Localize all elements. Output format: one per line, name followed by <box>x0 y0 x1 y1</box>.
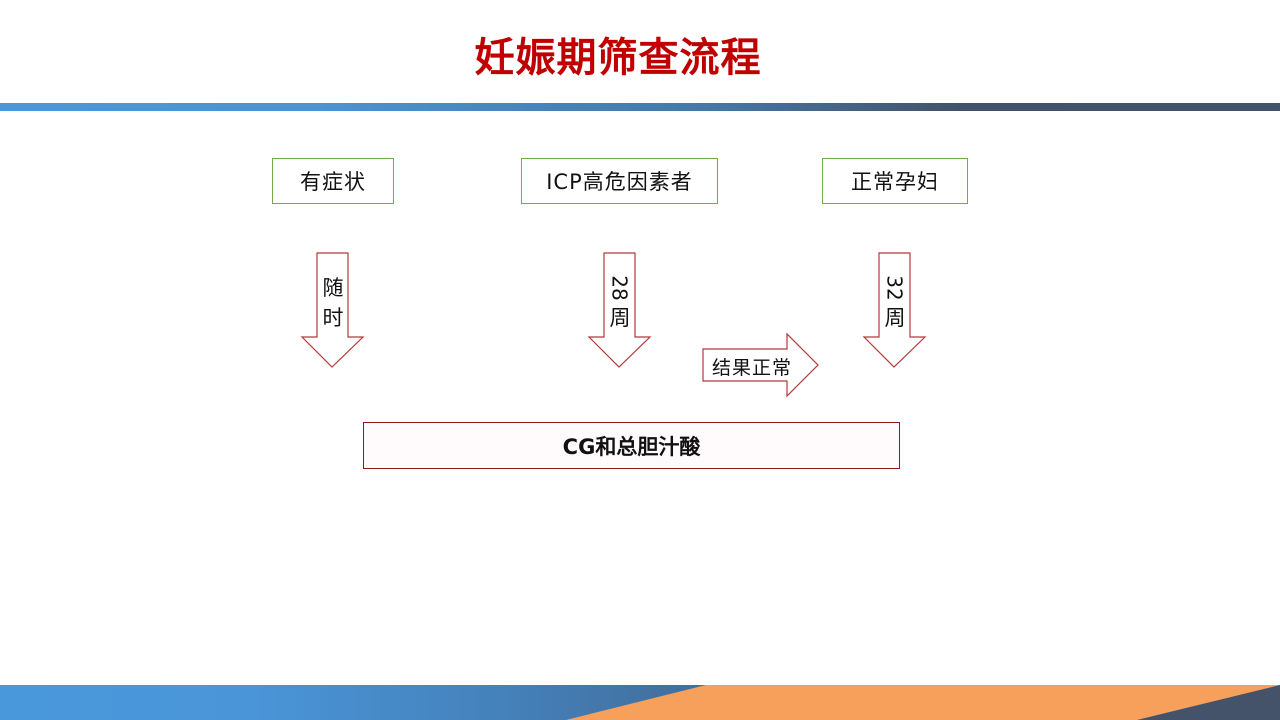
footer-navy-triangle <box>1137 685 1280 720</box>
arrow-label-number: 32 <box>882 275 907 301</box>
arrow-label-unit: 周 <box>884 306 906 330</box>
box-normal-pregnant: 正常孕妇 <box>822 158 968 204</box>
test-box-cg-bile-acid: CG和总胆汁酸 <box>363 422 900 469</box>
down-arrow-32-weeks-icon <box>862 252 927 368</box>
arrow-label-line1: 随 <box>322 276 344 300</box>
arrow-label-anytime: 随 时 <box>317 273 349 333</box>
arrow-label-32-weeks: 32 周 <box>879 273 911 333</box>
footer-decoration <box>0 685 1280 720</box>
arrow-label-28-weeks: 28 周 <box>604 273 636 333</box>
down-arrow-anytime-icon <box>300 252 365 368</box>
footer-blue-band <box>0 685 706 720</box>
right-arrow-normal-result-icon <box>702 332 819 398</box>
box-symptomatic: 有症状 <box>272 158 394 204</box>
slide-title: 妊娠期筛查流程 <box>474 35 762 81</box>
test-box-label: CG和总胆汁酸 <box>562 434 701 459</box>
right-arrow-label: 结果正常 <box>712 357 793 379</box>
box-icp-high-risk: ICP高危因素者 <box>521 158 718 204</box>
arrow-label-unit: 周 <box>609 306 631 330</box>
box-icp-high-risk-label: ICP高危因素者 <box>546 170 693 194</box>
box-symptomatic-label: 有症状 <box>300 170 366 194</box>
arrow-label-line2: 时 <box>322 306 344 330</box>
box-normal-pregnant-label: 正常孕妇 <box>851 170 939 194</box>
down-arrow-28-weeks-icon <box>587 252 652 368</box>
header-divider-bar <box>0 103 1280 111</box>
arrow-label-number: 28 <box>607 275 632 301</box>
